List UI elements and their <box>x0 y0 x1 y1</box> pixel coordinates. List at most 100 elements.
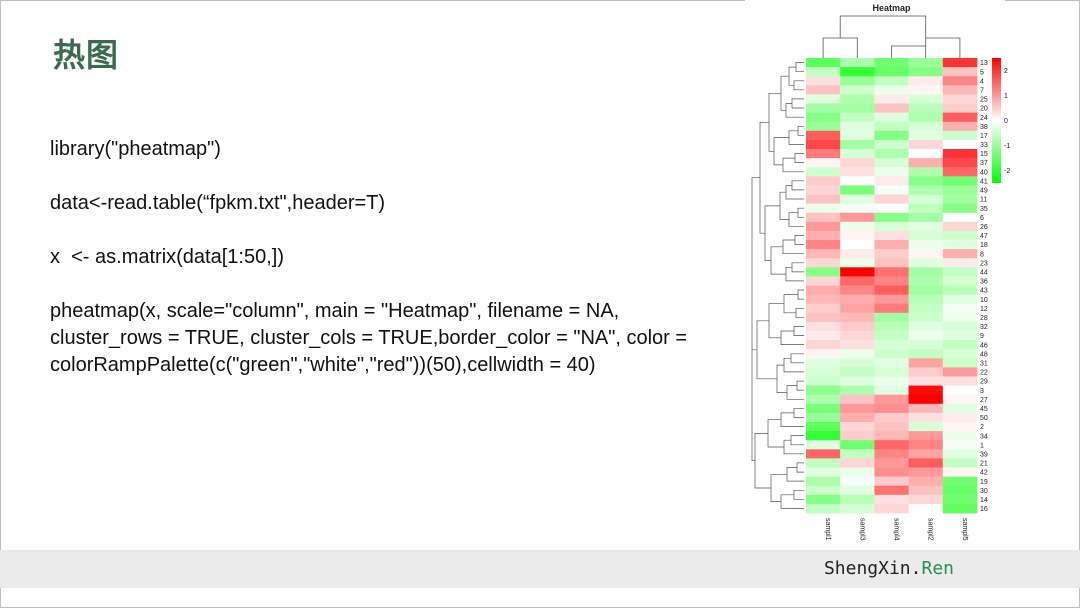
heatmap-cell <box>874 103 909 113</box>
heatmap-cell <box>840 185 875 195</box>
heatmap-cell <box>874 240 909 250</box>
heatmap-cell <box>806 240 841 250</box>
row-label: 35 <box>980 206 988 213</box>
row-label: 16 <box>980 506 988 513</box>
heatmap-cell <box>806 103 841 113</box>
heatmap-cell <box>874 358 909 368</box>
heatmap-cell <box>874 112 909 123</box>
row-label: 29 <box>980 379 988 386</box>
heatmap-cell <box>874 412 909 423</box>
row-label: 46 <box>980 342 988 349</box>
heatmap-cell <box>942 258 978 268</box>
row-label: 2 <box>980 424 984 431</box>
heatmap-cell <box>942 458 978 468</box>
heatmap-cell <box>942 294 978 305</box>
heatmap-cell <box>942 476 978 487</box>
heatmap-cell <box>942 176 978 186</box>
row-label: 6 <box>980 215 984 222</box>
row-label: 30 <box>980 488 988 495</box>
row-label: 47 <box>980 233 988 240</box>
row-label: 50 <box>980 415 988 422</box>
heatmap-title: Heatmap <box>872 3 911 13</box>
row-label: 9 <box>980 333 984 340</box>
heatmap-cell <box>840 331 875 341</box>
heatmap-cell <box>908 331 944 341</box>
heatmap-cell <box>874 303 909 314</box>
heatmap-cell <box>840 176 875 186</box>
heatmap-cell <box>874 321 909 332</box>
row-label: 12 <box>980 306 988 313</box>
heatmap-cell <box>942 130 978 141</box>
heatmap-cell <box>806 221 841 232</box>
heatmap-cell <box>874 467 909 477</box>
heatmap-cell <box>806 312 841 323</box>
row-label: 38 <box>980 124 988 131</box>
heatmap-cell <box>908 212 944 223</box>
heatmap-cell <box>806 476 841 487</box>
heatmap-cell <box>908 130 944 141</box>
heatmap-cell <box>942 340 978 350</box>
heatmap-cell <box>874 221 909 232</box>
row-label: 18 <box>980 242 988 249</box>
heatmap-cell <box>874 294 909 305</box>
row-label: 19 <box>980 479 988 486</box>
heatmap-cell <box>840 476 875 487</box>
heatmap-cell <box>942 503 978 514</box>
heatmap-cell <box>840 494 875 505</box>
heatmap-cell <box>942 149 978 159</box>
row-label: 8 <box>980 251 984 258</box>
heatmap-cell <box>908 203 944 214</box>
heatmap-cell <box>874 212 909 223</box>
heatmap-cell <box>942 485 978 496</box>
heatmap-cell <box>840 303 875 314</box>
row-label: 31 <box>980 360 988 367</box>
heatmap-cell <box>806 449 841 459</box>
heatmap-cell <box>942 376 978 386</box>
heatmap-cell <box>908 139 944 150</box>
heatmap-cell <box>942 230 978 241</box>
heatmap-cell <box>806 112 841 123</box>
heatmap-cell <box>806 167 841 177</box>
heatmap-cell <box>874 485 909 496</box>
heatmap-cell <box>840 503 875 514</box>
heatmap-cell <box>840 85 875 95</box>
heatmap-cell <box>942 112 978 123</box>
heatmap-cell <box>908 167 944 177</box>
heatmap-cell <box>806 176 841 186</box>
heatmap-cell <box>840 485 875 496</box>
legend-tick-label: -1 <box>1004 143 1010 150</box>
legend-tick-label: 1 <box>1004 93 1008 100</box>
row-label: 34 <box>980 433 988 440</box>
heatmap-cell <box>874 422 909 432</box>
heatmap-cell <box>874 440 909 450</box>
heatmap-cell <box>806 230 841 241</box>
heatmap-cell <box>874 67 909 77</box>
heatmap-cell <box>806 340 841 350</box>
heatmap-cell <box>840 258 875 268</box>
heatmap-cell <box>942 321 978 332</box>
heatmap-cell <box>806 85 841 95</box>
heatmap-cell <box>806 376 841 386</box>
heatmap-cell <box>874 85 909 95</box>
heatmap-cell <box>806 467 841 477</box>
heatmap-cell <box>840 376 875 386</box>
heatmap-cell <box>874 285 909 295</box>
heatmap-cell <box>874 331 909 341</box>
heatmap-cell <box>942 167 978 177</box>
heatmap-cell <box>908 385 944 396</box>
heatmap-cell <box>806 358 841 368</box>
heatmap-cell <box>908 422 944 432</box>
heatmap-cell <box>840 58 875 68</box>
heatmap-cell <box>908 458 944 468</box>
row-label: 17 <box>980 133 988 140</box>
heatmap-cell <box>840 349 875 359</box>
heatmap-cell <box>806 440 841 450</box>
heatmap-cell <box>874 76 909 86</box>
heatmap-cell <box>908 349 944 359</box>
heatmap-cell <box>908 67 944 77</box>
code-block: library("pheatmap") data<-read.table(“fp… <box>50 136 730 379</box>
heatmap-cell <box>840 103 875 113</box>
row-label: 36 <box>980 279 988 286</box>
heatmap-cell <box>806 203 841 214</box>
code-line: pheatmap(x, scale="column", main = "Heat… <box>50 300 693 376</box>
